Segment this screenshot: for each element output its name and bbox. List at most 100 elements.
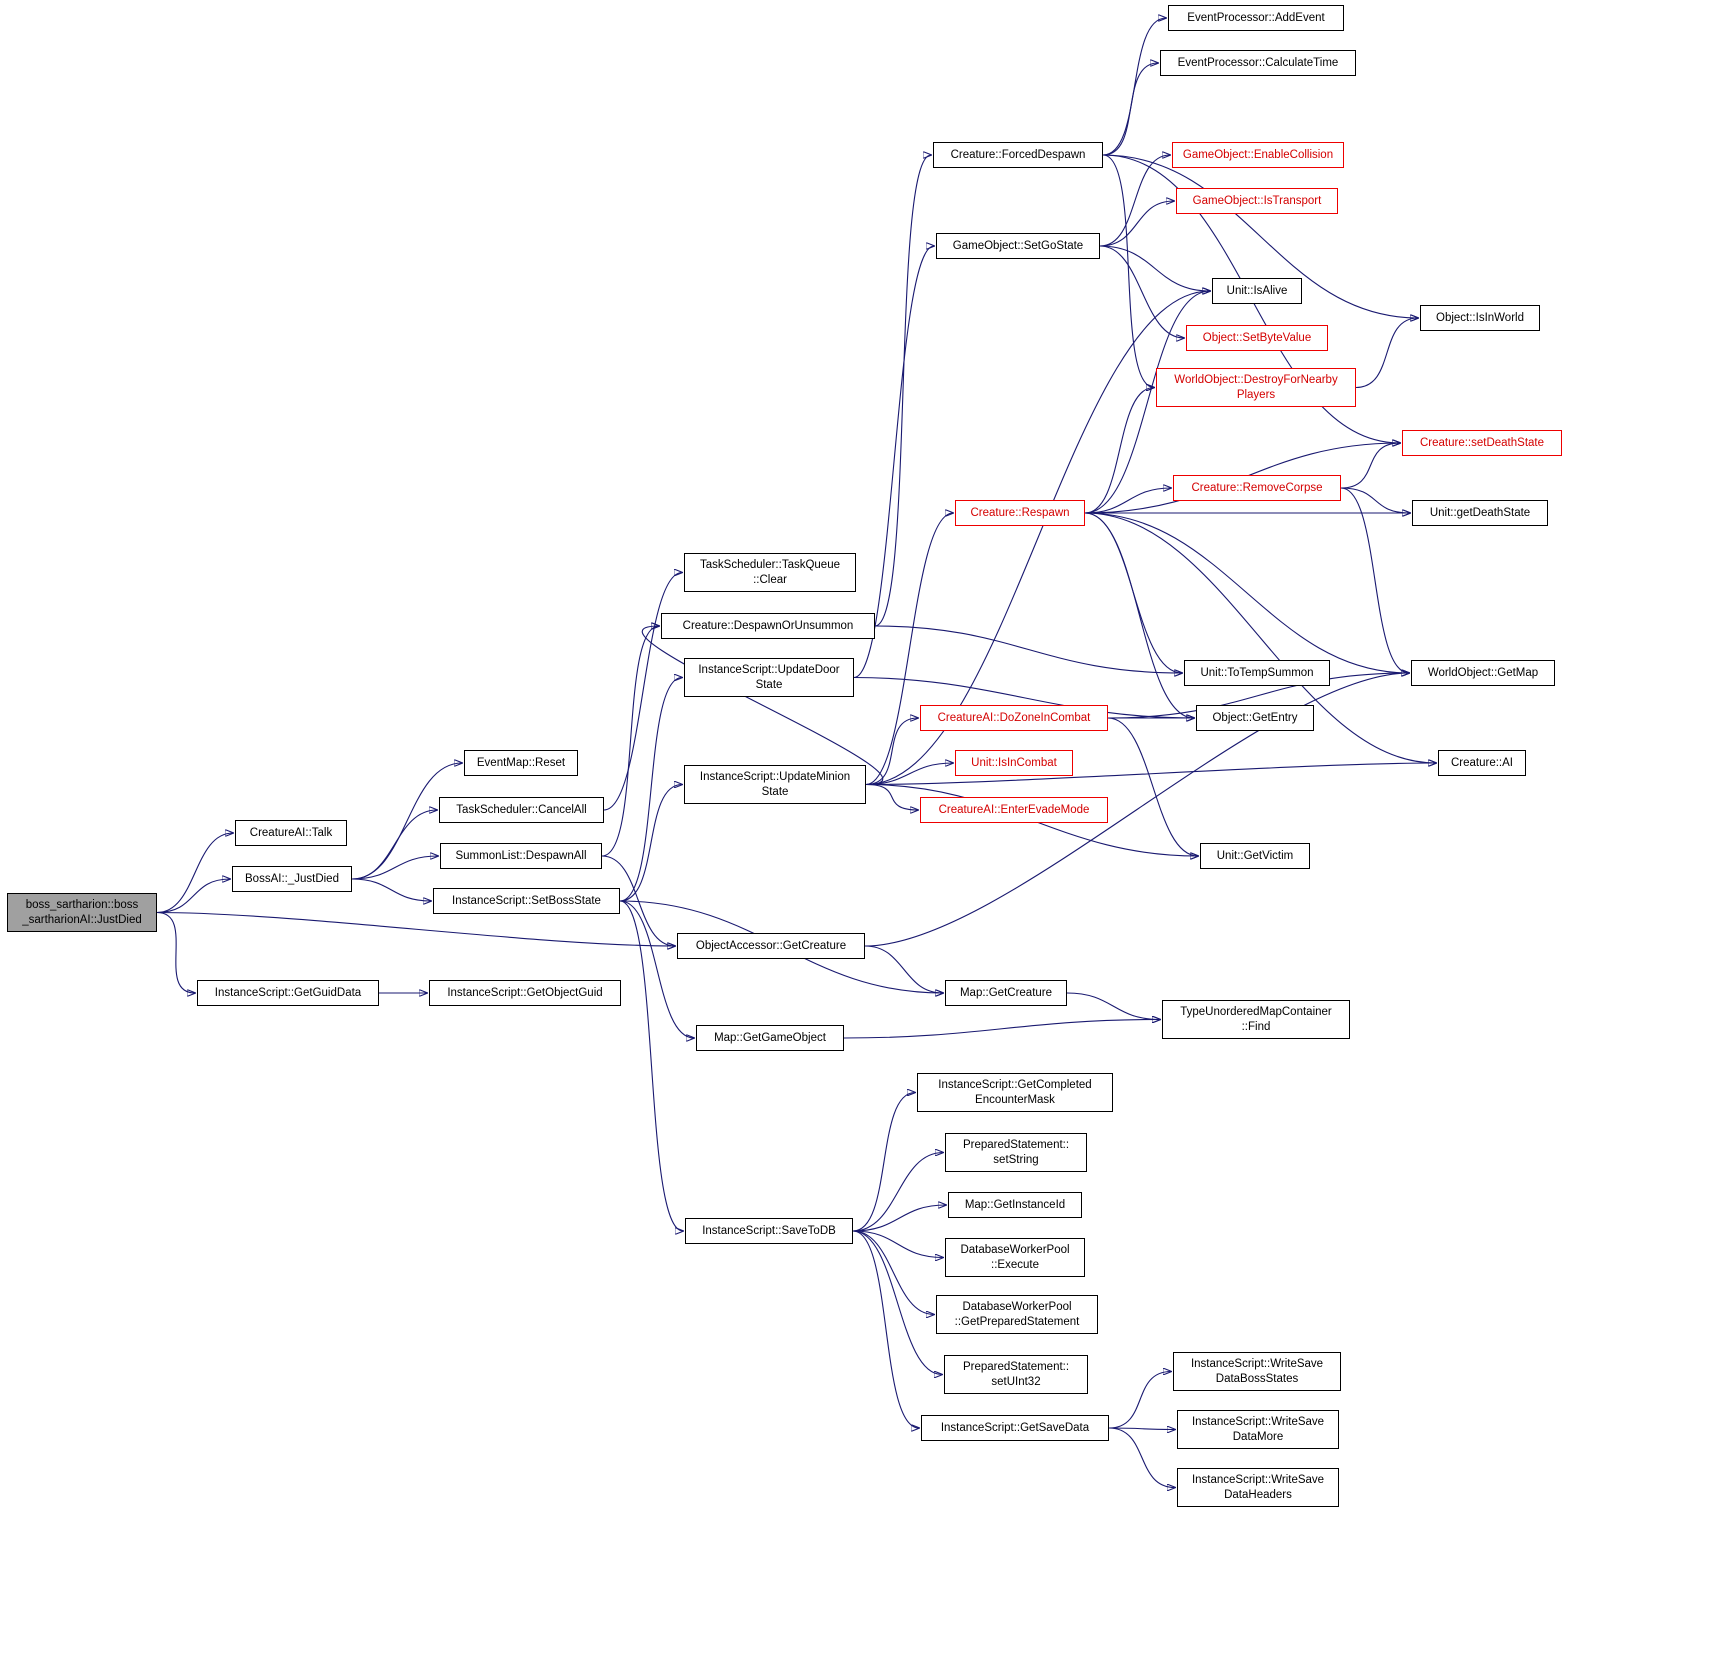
edge-instancescript-updateminionstate--creature-respawn <box>865 513 953 786</box>
node-unit-getvictim[interactable]: Unit::GetVictim <box>1200 843 1310 869</box>
edge-creature-respawn--creature-removecorpse <box>1084 488 1171 514</box>
edge-creatureai-dozoneincombat--worldobject-getmap <box>1107 673 1409 719</box>
node-bossai-justdied[interactable]: BossAI::_JustDied <box>232 866 352 892</box>
edge-objectaccessor-getcreature--map-getcreature <box>864 945 943 993</box>
node-object-getentry[interactable]: Object::GetEntry <box>1196 705 1314 731</box>
edge-creature-forceddespawn--eventprocessor-calculatetime <box>1102 63 1158 156</box>
edge-instancescript-getsavedata--writesavedata-more <box>1108 1428 1175 1430</box>
node-label: InstanceScript::WriteSave DataBossStates <box>1190 1357 1324 1385</box>
node-object-setbytevalue[interactable]: Object::SetByteValue <box>1186 325 1328 351</box>
node-gameobject-enablecollision[interactable]: GameObject::EnableCollision <box>1172 142 1344 168</box>
node-preparedstatement-setuint32[interactable]: PreparedStatement:: setUInt32 <box>944 1355 1088 1394</box>
edge-main--bossai-justdied <box>156 879 230 914</box>
node-dbworkerpool-execute[interactable]: DatabaseWorkerPool ::Execute <box>945 1238 1085 1277</box>
node-label: InstanceScript::SaveToDB <box>702 1224 836 1237</box>
edge-map-getcreature--container-find <box>1066 992 1160 1020</box>
node-label: Creature::ForcedDespawn <box>950 148 1086 161</box>
edge-instancescript-savetodb--preparedstatement-setstring <box>852 1153 943 1232</box>
node-label: Unit::IsAlive <box>1226 284 1288 297</box>
node-creature-forceddespawn[interactable]: Creature::ForcedDespawn <box>933 142 1103 168</box>
node-instancescript-getsavedata[interactable]: InstanceScript::GetSaveData <box>921 1415 1109 1441</box>
node-map-getcreature[interactable]: Map::GetCreature <box>945 980 1067 1006</box>
edge-creature-removecorpse--worldobject-getmap <box>1340 487 1409 673</box>
node-creatureai-talk[interactable]: CreatureAI::Talk <box>235 820 347 846</box>
node-unit-isalive[interactable]: Unit::IsAlive <box>1212 278 1302 304</box>
node-label: Map::GetGameObject <box>714 1031 826 1044</box>
node-unit-getdeathstate[interactable]: Unit::getDeathState <box>1412 500 1548 526</box>
node-worldobject-destroyfornearbyplayers[interactable]: WorldObject::DestroyForNearby Players <box>1156 368 1356 407</box>
node-object-isinworld[interactable]: Object::IsInWorld <box>1420 305 1540 331</box>
node-creatureai-dozoneincombat[interactable]: CreatureAI::DoZoneInCombat <box>920 705 1108 731</box>
node-label: Object::GetEntry <box>1212 711 1298 724</box>
edge-main--creatureai-talk <box>156 833 233 914</box>
node-map-getinstanceid[interactable]: Map::GetInstanceId <box>948 1192 1082 1218</box>
node-label: Map::GetInstanceId <box>964 1198 1066 1211</box>
node-preparedstatement-setstring[interactable]: PreparedStatement:: setString <box>945 1133 1087 1172</box>
node-label: DatabaseWorkerPool ::Execute <box>960 1243 1070 1271</box>
edge-creature-respawn--worldobject-getmap <box>1084 512 1409 673</box>
edge-creature-respawn--unit-totempsummon <box>1084 512 1182 673</box>
node-objectaccessor-getcreature[interactable]: ObjectAccessor::GetCreature <box>677 933 865 959</box>
node-creature-setdeathstate[interactable]: Creature::setDeathState <box>1402 430 1562 456</box>
node-writesavedata-bossstates[interactable]: InstanceScript::WriteSave DataBossStates <box>1173 1352 1341 1391</box>
node-creature-ai[interactable]: Creature::AI <box>1438 750 1526 776</box>
edge-instancescript-setbossstate--instancescript-updatedoorstate <box>619 678 682 902</box>
node-instancescript-setbossstate[interactable]: InstanceScript::SetBossState <box>433 888 620 914</box>
node-label: InstanceScript::GetCompleted EncounterMa… <box>938 1078 1092 1106</box>
node-creature-removecorpse[interactable]: Creature::RemoveCorpse <box>1173 475 1341 501</box>
node-creature-despawnorunsummon[interactable]: Creature::DespawnOrUnsummon <box>661 613 875 639</box>
edge-instancescript-savetodb--dbworkerpool-getpreparedstatement <box>852 1230 934 1315</box>
node-unit-totempsummon[interactable]: Unit::ToTempSummon <box>1184 660 1330 686</box>
edge-instancescript-savetodb--map-getinstanceid <box>852 1205 946 1232</box>
node-taskscheduler-cancelall[interactable]: TaskScheduler::CancelAll <box>439 797 604 823</box>
edge-worldobject-destroyfornearbyplayers--object-isinworld <box>1355 318 1418 389</box>
edge-instancescript-updateminionstate--unit-isalive <box>865 291 1210 786</box>
edge-creatureai-dozoneincombat--unit-getvictim <box>1107 717 1198 856</box>
node-eventprocessor-calculatetime[interactable]: EventProcessor::CalculateTime <box>1160 50 1356 76</box>
edge-creature-respawn--unit-isalive <box>1084 291 1210 514</box>
node-label: TaskScheduler::TaskQueue ::Clear <box>700 558 840 586</box>
edge-creature-removecorpse--creature-setdeathstate <box>1340 443 1400 489</box>
node-label: InstanceScript::SetBossState <box>452 894 601 907</box>
node-instancescript-savetodb[interactable]: InstanceScript::SaveToDB <box>685 1218 853 1244</box>
node-unit-isincombat[interactable]: Unit::IsInCombat <box>955 750 1073 776</box>
edge-summonlist-despawnall--objectaccessor-getcreature <box>601 855 675 946</box>
node-creatureai-enterevademode[interactable]: CreatureAI::EnterEvadeMode <box>920 797 1108 823</box>
node-eventmap-reset[interactable]: EventMap::Reset <box>464 750 578 776</box>
node-container-find[interactable]: TypeUnorderedMapContainer ::Find <box>1162 1000 1350 1039</box>
node-gameobject-setgostate[interactable]: GameObject::SetGoState <box>936 233 1100 259</box>
node-label: TaskScheduler::CancelAll <box>456 803 587 816</box>
node-instancescript-updatedoorstate[interactable]: InstanceScript::UpdateDoor State <box>684 658 854 697</box>
node-creature-respawn[interactable]: Creature::Respawn <box>955 500 1085 526</box>
node-instancescript-getcompletedencountermask[interactable]: InstanceScript::GetCompleted EncounterMa… <box>917 1073 1113 1112</box>
node-worldobject-getmap[interactable]: WorldObject::GetMap <box>1411 660 1555 686</box>
node-gameobject-istransport[interactable]: GameObject::IsTransport <box>1176 188 1338 214</box>
node-label: Unit::ToTempSummon <box>1200 666 1314 679</box>
node-writesavedata-more[interactable]: InstanceScript::WriteSave DataMore <box>1177 1410 1339 1449</box>
edge-gameobject-setgostate--gameobject-enablecollision <box>1099 155 1170 247</box>
node-summonlist-despawnall[interactable]: SummonList::DespawnAll <box>440 843 602 869</box>
node-instancescript-updateminionstate[interactable]: InstanceScript::UpdateMinion State <box>684 765 866 804</box>
node-writesavedata-headers[interactable]: InstanceScript::WriteSave DataHeaders <box>1177 1468 1339 1507</box>
node-label: Unit::IsInCombat <box>971 756 1057 769</box>
node-dbworkerpool-getpreparedstatement[interactable]: DatabaseWorkerPool ::GetPreparedStatemen… <box>936 1295 1098 1334</box>
edge-instancescript-updateminionstate--creature-ai <box>865 763 1436 786</box>
node-label: Creature::AI <box>1451 756 1513 769</box>
edge-instancescript-getsavedata--writesavedata-bossstates <box>1108 1372 1171 1429</box>
node-label: Creature::setDeathState <box>1419 436 1544 449</box>
node-instancescript-getobjectguid[interactable]: InstanceScript::GetObjectGuid <box>429 980 621 1006</box>
node-label: ObjectAccessor::GetCreature <box>695 939 847 952</box>
edge-creature-removecorpse--unit-getdeathstate <box>1340 487 1410 513</box>
edge-instancescript-savetodb--preparedstatement-setuint32 <box>852 1230 942 1375</box>
node-map-getgameobject[interactable]: Map::GetGameObject <box>696 1025 844 1051</box>
node-taskqueue-clear[interactable]: TaskScheduler::TaskQueue ::Clear <box>684 553 856 592</box>
node-label: EventProcessor::AddEvent <box>1187 11 1325 24</box>
edge-creature-forceddespawn--worldobject-destroyfornearbyplayers <box>1102 154 1154 388</box>
node-eventprocessor-addevent[interactable]: EventProcessor::AddEvent <box>1168 5 1344 31</box>
node-label: Creature::DespawnOrUnsummon <box>682 619 854 632</box>
node-instancescript-getguiddata[interactable]: InstanceScript::GetGuidData <box>197 980 379 1006</box>
edge-bossai-justdied--instancescript-setbossstate <box>351 878 431 901</box>
node-label: InstanceScript::GetGuidData <box>214 986 362 999</box>
edge-creature-despawnorunsummon--unit-totempsummon <box>874 625 1182 673</box>
